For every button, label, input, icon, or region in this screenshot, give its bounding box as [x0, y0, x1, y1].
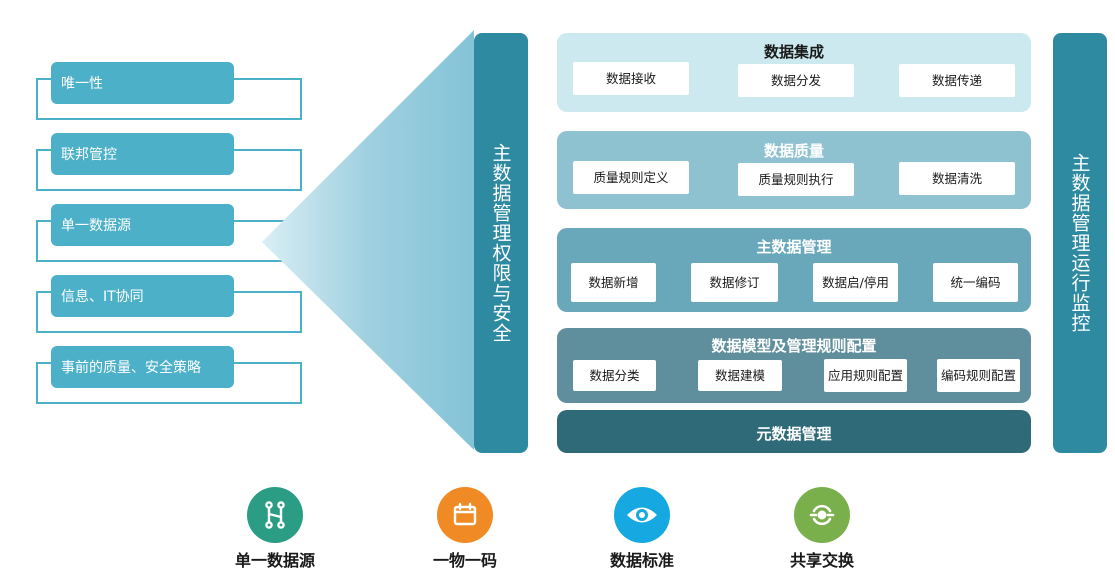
- left-item-federated-control: 联邦管控: [36, 133, 302, 193]
- layer-data-quality: 数据质量 质量规则定义 质量规则执行 数据清洗: [557, 131, 1031, 209]
- feature-label: 共享交换: [789, 551, 854, 570]
- feature-single-source: 单一数据源: [210, 487, 340, 577]
- cell-data-distribute: 数据分发: [738, 64, 854, 97]
- cell-unified-coding: 统一编码: [933, 263, 1018, 302]
- feature-label: 一物一码: [432, 551, 497, 570]
- cell-data-receive: 数据接收: [573, 62, 689, 95]
- layer-title: 元数据管理: [756, 425, 832, 443]
- layer-title: 数据集成: [763, 43, 824, 61]
- left-item-uniqueness: 唯一性: [36, 62, 302, 122]
- cell-quality-rule-definition: 质量规则定义: [573, 161, 689, 194]
- operation-monitoring-label: 主数据管理运行监控: [1068, 153, 1091, 333]
- cell-data-transfer: 数据传递: [899, 64, 1015, 97]
- left-item-label: 唯一性: [51, 62, 234, 104]
- cell-quality-rule-execution: 质量规则执行: [738, 163, 854, 196]
- layer-master-data-management: 主数据管理 数据新增 数据修订 数据启/停用 统一编码: [557, 228, 1031, 312]
- funnel-shape: [262, 30, 474, 450]
- calendar-icon: [437, 487, 493, 543]
- permission-security-bar: 主数据管理权限与安全: [474, 33, 528, 453]
- layer-title: 主数据管理: [756, 238, 832, 256]
- feature-data-standard: 数据标准: [577, 487, 707, 577]
- cell-application-rule-config: 应用规则配置: [824, 359, 907, 392]
- layer-title: 数据质量: [763, 142, 824, 160]
- cell-data-classification: 数据分类: [573, 360, 656, 391]
- left-item-label: 事前的质量、安全策略: [51, 346, 234, 388]
- cell-data-add: 数据新增: [571, 263, 656, 302]
- left-item-label: 单一数据源: [51, 204, 234, 246]
- feature-label: 数据标准: [609, 551, 674, 570]
- data-source-icon: [247, 487, 303, 543]
- left-item-quality-security-policy: 事前的质量、安全策略: [36, 346, 302, 406]
- left-item-label: 联邦管控: [51, 133, 234, 175]
- layer-title: 数据模型及管理规则配置: [711, 337, 877, 355]
- feature-one-item-one-code: 一物一码: [400, 487, 530, 577]
- layer-data-model-rules: 数据模型及管理规则配置 数据分类 数据建模 应用规则配置 编码规则配置: [557, 328, 1031, 403]
- permission-security-label: 主数据管理权限与安全: [489, 143, 512, 343]
- feature-label: 单一数据源: [234, 551, 315, 570]
- operation-monitoring-bar: 主数据管理运行监控: [1053, 33, 1107, 453]
- left-item-label: 信息、IT协同: [51, 275, 234, 317]
- cell-coding-rule-config: 编码规则配置: [937, 359, 1020, 392]
- cell-data-enable-disable: 数据启/停用: [813, 263, 898, 302]
- layer-metadata-management: 元数据管理: [557, 410, 1031, 453]
- exchange-icon: [794, 487, 850, 543]
- cell-data-revise: 数据修订: [691, 263, 778, 302]
- eye-icon: [614, 487, 670, 543]
- cell-data-modeling: 数据建模: [698, 360, 782, 391]
- cell-data-cleansing: 数据清洗: [899, 162, 1015, 195]
- feature-sharing-exchange: 共享交换: [757, 487, 887, 577]
- left-item-it-collaboration: 信息、IT协同: [36, 275, 302, 335]
- layer-data-integration: 数据集成 数据接收 数据分发 数据传递: [557, 33, 1031, 112]
